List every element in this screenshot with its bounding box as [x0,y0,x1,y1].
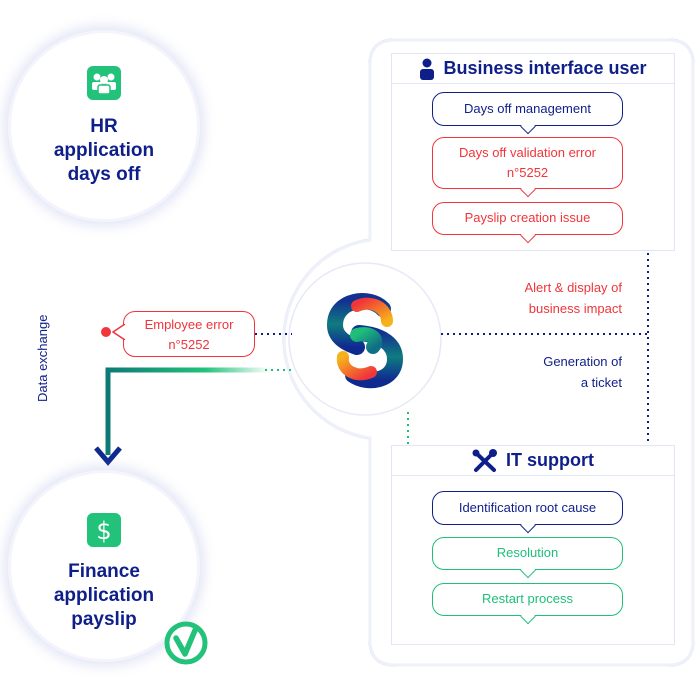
alert-note-line2: business impact [528,301,622,316]
hr-title-line2: application [53,140,155,161]
dollar-icon: $ [87,513,121,547]
ticket-note-line1: Generation of [543,354,622,369]
step-label: Restart process [481,591,574,606]
alert-note-line1: Alert & display of [524,280,622,295]
it-section-title: IT support [506,450,594,470]
data-exchange-line-bottom [105,367,270,455]
step-resolution[interactable]: Resolution [432,537,623,579]
step-label-line2: n°5252 [506,165,549,180]
step-days-off-management[interactable]: Days off management [432,92,623,135]
error-point [101,327,111,337]
finance-title-line1: Finance [68,561,140,582]
svg-text:$: $ [96,517,111,545]
step-label: Identification root cause [458,500,597,515]
employee-error-line1: Employee error [144,317,234,332]
user-icon [420,58,435,80]
check-circle-icon [163,620,209,666]
hr-title-line1: HR [90,116,118,137]
business-section-header: Business interface user [392,54,674,84]
step-days-off-validation-error[interactable]: Days off validation error n°5252 [432,137,623,198]
alert-note: Alert & display of business impact [460,277,622,319]
data-exchange-label: Data exchange [35,314,50,402]
step-label: Resolution [496,545,559,560]
step-payslip-creation-issue[interactable]: Payslip creation issue [432,202,623,244]
s-logo-icon [326,293,404,389]
hr-title-line3: days off [67,164,141,185]
finance-title-line3: payslip [71,609,137,630]
step-label: Payslip creation issue [464,210,591,225]
step-identification-root-cause[interactable]: Identification root cause [432,491,623,534]
tools-icon [472,448,497,472]
finance-application-node[interactable]: $ Finance application payslip [8,470,200,662]
employee-error-line2: n°5252 [168,337,210,352]
hr-application-node[interactable]: HR application days off [8,30,200,222]
employee-error-bubble[interactable]: Employee error n°5252 [112,311,255,357]
people-group-icon [87,66,121,100]
ticket-note: Generation of a ticket [460,351,622,393]
ticket-note-line2: a ticket [580,375,622,390]
arrow-down-icon [94,446,122,466]
step-label: Days off validation error [458,145,597,160]
step-label: Days off management [464,101,591,116]
bubble-pointer [112,324,126,340]
finance-title-line2: application [53,585,155,606]
step-restart-process[interactable]: Restart process [432,583,623,625]
it-section-header: IT support [392,446,674,476]
business-section-title: Business interface user [443,58,647,78]
